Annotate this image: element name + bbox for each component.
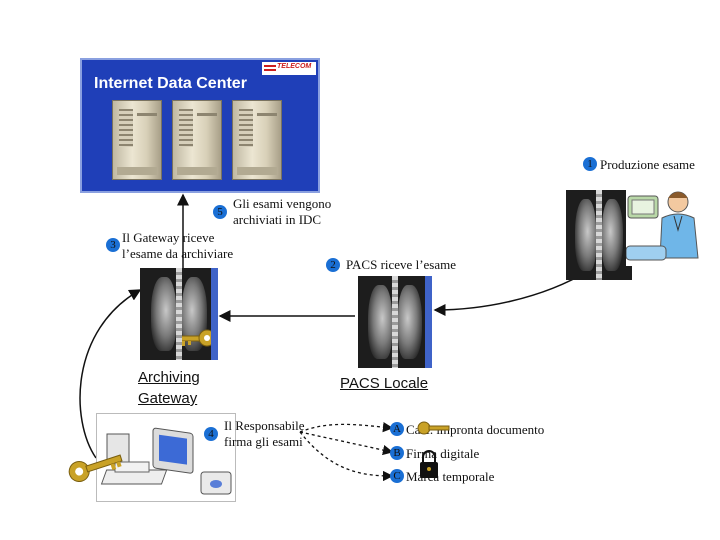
step-3-label-line2: l’esame da archiviare — [122, 246, 234, 261]
substep-b-badge: B — [390, 446, 404, 460]
telecom-logo: TELECOM — [262, 62, 316, 75]
production-xray-image — [566, 190, 632, 280]
step-4-label-line1: Il Responsabile — [224, 418, 305, 433]
doctor-icon — [625, 186, 702, 266]
step-4-badge: 4 — [204, 427, 218, 441]
step-3-label-line1: Il Gateway riceve — [122, 230, 215, 245]
step-1-badge: 1 — [583, 157, 597, 171]
arrow-pc-to-gateway — [79, 289, 142, 459]
archiving-gateway-label-line2: Gateway — [138, 390, 198, 407]
arrow-sign-c — [299, 431, 394, 482]
server-icon — [232, 100, 282, 180]
pacs-label: PACS Locale — [340, 375, 429, 392]
step-2-label: PACS riceve l’esame — [346, 257, 456, 272]
key-icon — [417, 421, 450, 435]
step-5-label-line2: archiviati in IDC — [233, 212, 322, 227]
pacs-xray-image — [358, 276, 432, 368]
step-3-badge: 3 — [106, 238, 120, 252]
step-5-badge: 5 — [213, 205, 227, 219]
server-icon — [112, 100, 162, 180]
substep-c-badge: C — [390, 469, 404, 483]
archiving-gateway-label-line1: Archiving — [138, 369, 200, 386]
substep-b-label: Firma digitale — [406, 446, 480, 461]
arrow-sign-a — [299, 421, 394, 433]
key-icon — [68, 454, 123, 482]
substep-a-badge: A — [390, 422, 404, 436]
step-4-label-line2: firma gli esami — [224, 434, 303, 449]
padlock-icon — [420, 450, 438, 478]
step-1-label: Produzione esame — [600, 157, 695, 172]
server-icon — [172, 100, 222, 180]
step-5-label-line1: Gli esami vengono — [233, 196, 332, 211]
arrow-sign-b — [299, 431, 394, 456]
idc-title: Internet Data Center — [94, 75, 247, 92]
step-2-badge: 2 — [326, 258, 340, 272]
telecom-logo-text: TELECOM — [277, 63, 312, 70]
